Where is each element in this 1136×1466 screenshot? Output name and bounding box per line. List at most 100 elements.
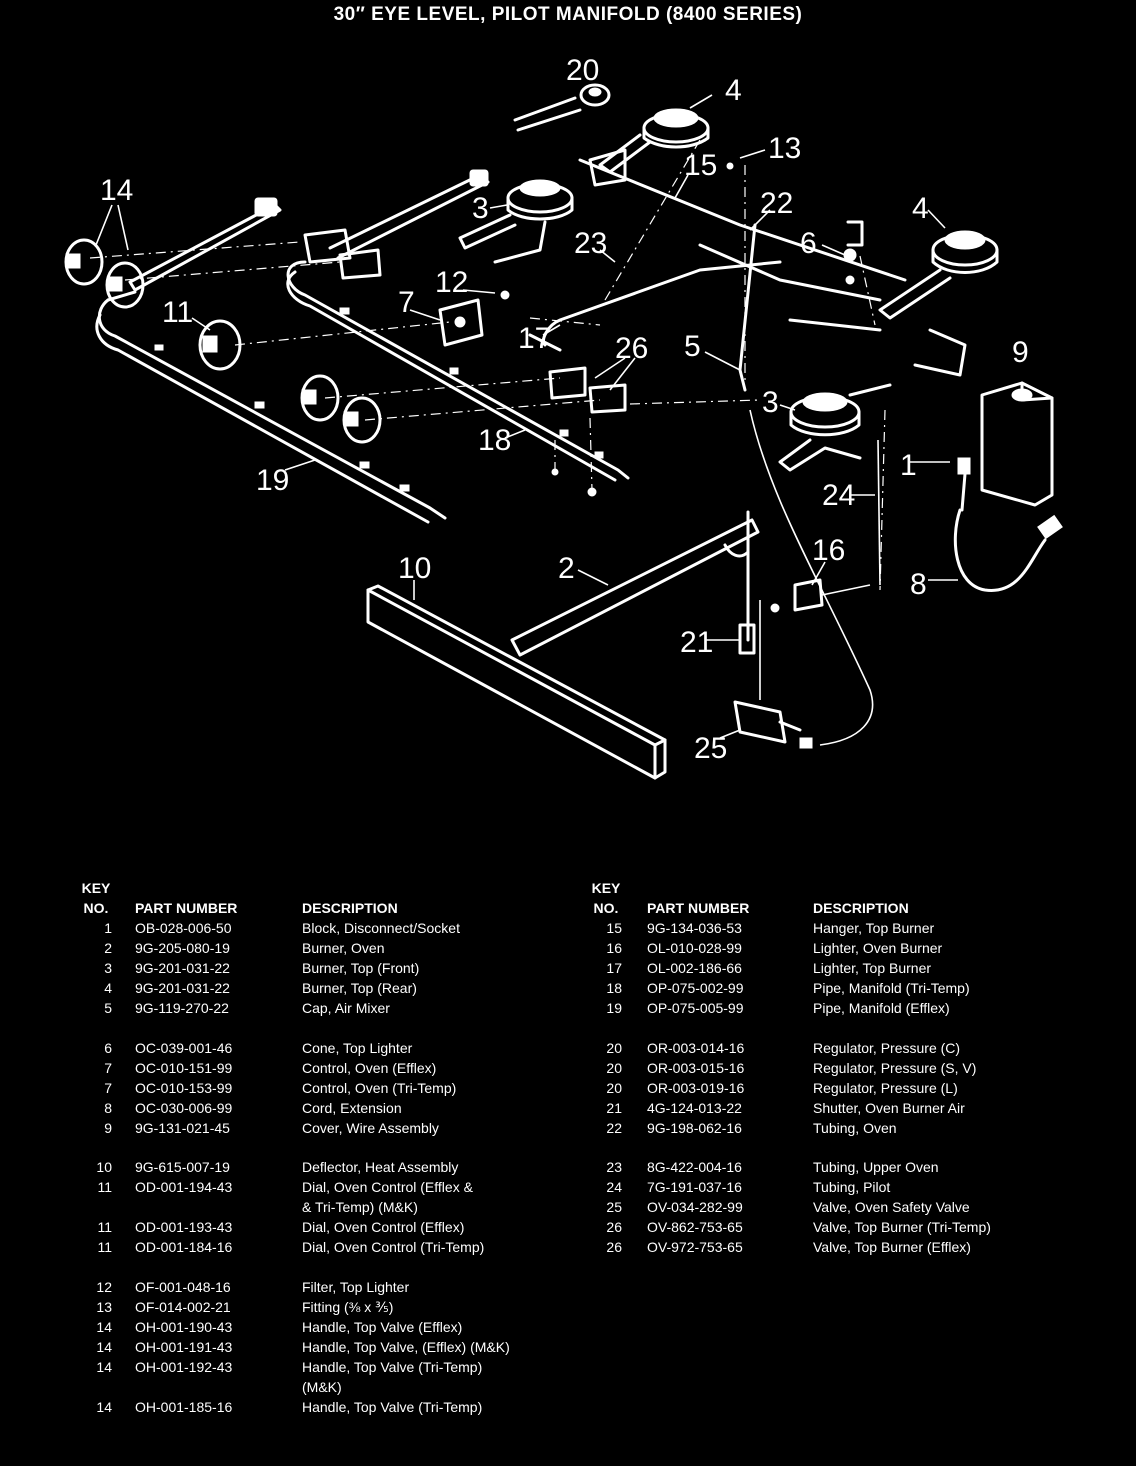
description-cell: Cap, Air Mixer: [302, 1000, 390, 1016]
description-cell: Pipe, Manifold (Efflex): [813, 1000, 950, 1016]
description-cell: Hanger, Top Burner: [813, 920, 935, 936]
key-cell: 13: [96, 1298, 112, 1315]
key-cell: 22: [606, 1119, 622, 1136]
upper-manifold-pipe: [128, 96, 582, 292]
header-key-line1: KEY: [81, 880, 111, 896]
oven-control-7: [438, 298, 484, 347]
table-spacer: [0, 1018, 1136, 1038]
header-key-line1-right: KEY: [591, 880, 621, 896]
key-cell: 11: [97, 1239, 112, 1255]
description-cell: Deflector, Heat Assembly: [302, 1159, 459, 1175]
upper-oven-tubing-23: [528, 260, 782, 352]
part-number-cell: OP-075-002-99: [647, 980, 744, 996]
key-cell: 21: [606, 1099, 622, 1116]
part-number-cell: OR-003-019-16: [647, 1079, 745, 1096]
description-cell: Handle, Top Valve (Tri-Temp): [302, 1358, 483, 1375]
part-number-cell: OC-030-006-99: [135, 1099, 233, 1116]
description-cell: Handle, Top Valve (Tri-Temp): [302, 1398, 483, 1415]
callout-18: 18: [478, 424, 511, 457]
part-number-cell: OC-039-001-46: [135, 1039, 233, 1056]
callout-23: 23: [574, 227, 607, 260]
callout-13: 13: [768, 132, 801, 165]
oven-dial-11: [198, 319, 242, 371]
part-number-cell: OV-034-282-99: [647, 1199, 743, 1215]
table-row: 18 OP-075-002-99 Pipe, Manifold (Tri-Temp): [0, 978, 1136, 998]
callout-19: 19: [256, 464, 289, 497]
part-number-cell: OF-014-002-21: [135, 1298, 231, 1315]
part-number-cell: 9G-119-270-22: [135, 1000, 229, 1016]
top-burner-front-3b: [778, 383, 892, 472]
key-cell: 2: [104, 940, 112, 956]
part-number-cell: OD-001-184-16: [135, 1239, 233, 1255]
callout-4b: 4: [912, 192, 929, 225]
oven-lighter-16: [770, 578, 871, 613]
key-cell: 25: [606, 1199, 622, 1215]
callout-6: 6: [800, 227, 817, 260]
part-number-cell: OH-001-185-16: [135, 1398, 233, 1415]
table-row: 10 9G-615-007-19 Deflector, Heat Assembly: [0, 1157, 568, 1177]
key-cell: 26: [606, 1239, 622, 1255]
oven-safety-valve-25: [733, 700, 813, 749]
heat-deflector-10: [366, 584, 667, 780]
description-cell: Burner, Top (Front): [302, 960, 420, 976]
part-number-cell: OP-075-005-99: [647, 1000, 744, 1016]
handle-knob-14a: [64, 238, 104, 286]
table-row: 13 OF-014-002-21 Fitting (⅜ x ⅗): [0, 1297, 568, 1317]
description-cell: Control, Oven (Efflex): [302, 1059, 437, 1076]
wire-cover-9: [980, 381, 1054, 507]
description-cell: Cover, Wire Assembly: [302, 1119, 439, 1136]
part-number-cell: OL-002-186-66: [647, 960, 742, 976]
callout-15: 15: [684, 149, 717, 182]
part-number-cell: 9G-198-062-16: [647, 1119, 742, 1136]
description-cell: & Tri-Temp) (M&K): [302, 1199, 418, 1215]
callout-labels: 20 4 13 15 14 3 22 4 6 23 12 7 11 17 26 …: [100, 54, 1029, 765]
key-cell: 11: [97, 1219, 112, 1235]
description-cell: Lighter, Top Burner: [813, 960, 932, 976]
description-cell: Control, Oven (Tri-Temp): [302, 1079, 457, 1096]
description-cell: Pipe, Manifold (Tri-Temp): [813, 980, 970, 996]
description-cell: Regulator, Pressure (C): [813, 1039, 961, 1056]
callout-3: 3: [472, 192, 489, 225]
description-cell: Cord, Extension: [302, 1099, 402, 1116]
table-row: (M&K): [0, 1377, 568, 1397]
top-valves-26: [548, 366, 627, 414]
key-cell: 18: [606, 980, 622, 996]
key-cell: 10: [96, 1159, 112, 1175]
key-cell: 20: [606, 1039, 622, 1056]
callout-leaders: [95, 94, 1021, 739]
handle-knob-14c: [300, 374, 340, 422]
description-cell: Valve, Oven Safety Valve: [813, 1199, 970, 1215]
part-number-cell: 7G-191-037-16: [647, 1179, 742, 1195]
part-number-cell: OC-010-153-99: [135, 1079, 233, 1096]
key-cell: 14: [96, 1318, 112, 1335]
callout-7: 7: [398, 286, 415, 319]
part-number-cell: OC-010-151-99: [135, 1059, 233, 1076]
table-row: 25 OV-034-282-99 Valve, Oven Safety Valve: [0, 1197, 1136, 1217]
description-cell: Cone, Top Lighter: [302, 1039, 413, 1056]
description-cell: Handle, Top Valve (Efflex): [302, 1318, 463, 1335]
key-cell: 24: [606, 1179, 622, 1195]
part-number-cell: 9G-615-007-19: [135, 1159, 230, 1175]
part-number-cell: OV-862-753-65: [647, 1219, 743, 1235]
description-cell: Burner, Top (Rear): [302, 980, 417, 996]
part-number-cell: OB-028-006-50: [135, 920, 232, 936]
key-cell: 1: [104, 920, 112, 936]
description-cell: Fitting (⅜ x ⅗): [302, 1298, 394, 1315]
callout-20: 20: [566, 54, 599, 87]
key-cell: 14: [96, 1358, 112, 1375]
part-number-cell: OL-010-028-99: [647, 940, 742, 956]
part-number-cell: 9G-131-021-45: [135, 1119, 230, 1136]
key-cell: 4: [104, 980, 112, 996]
part-number-cell: OH-001-191-43: [135, 1338, 233, 1355]
small-fittings: [500, 162, 864, 497]
